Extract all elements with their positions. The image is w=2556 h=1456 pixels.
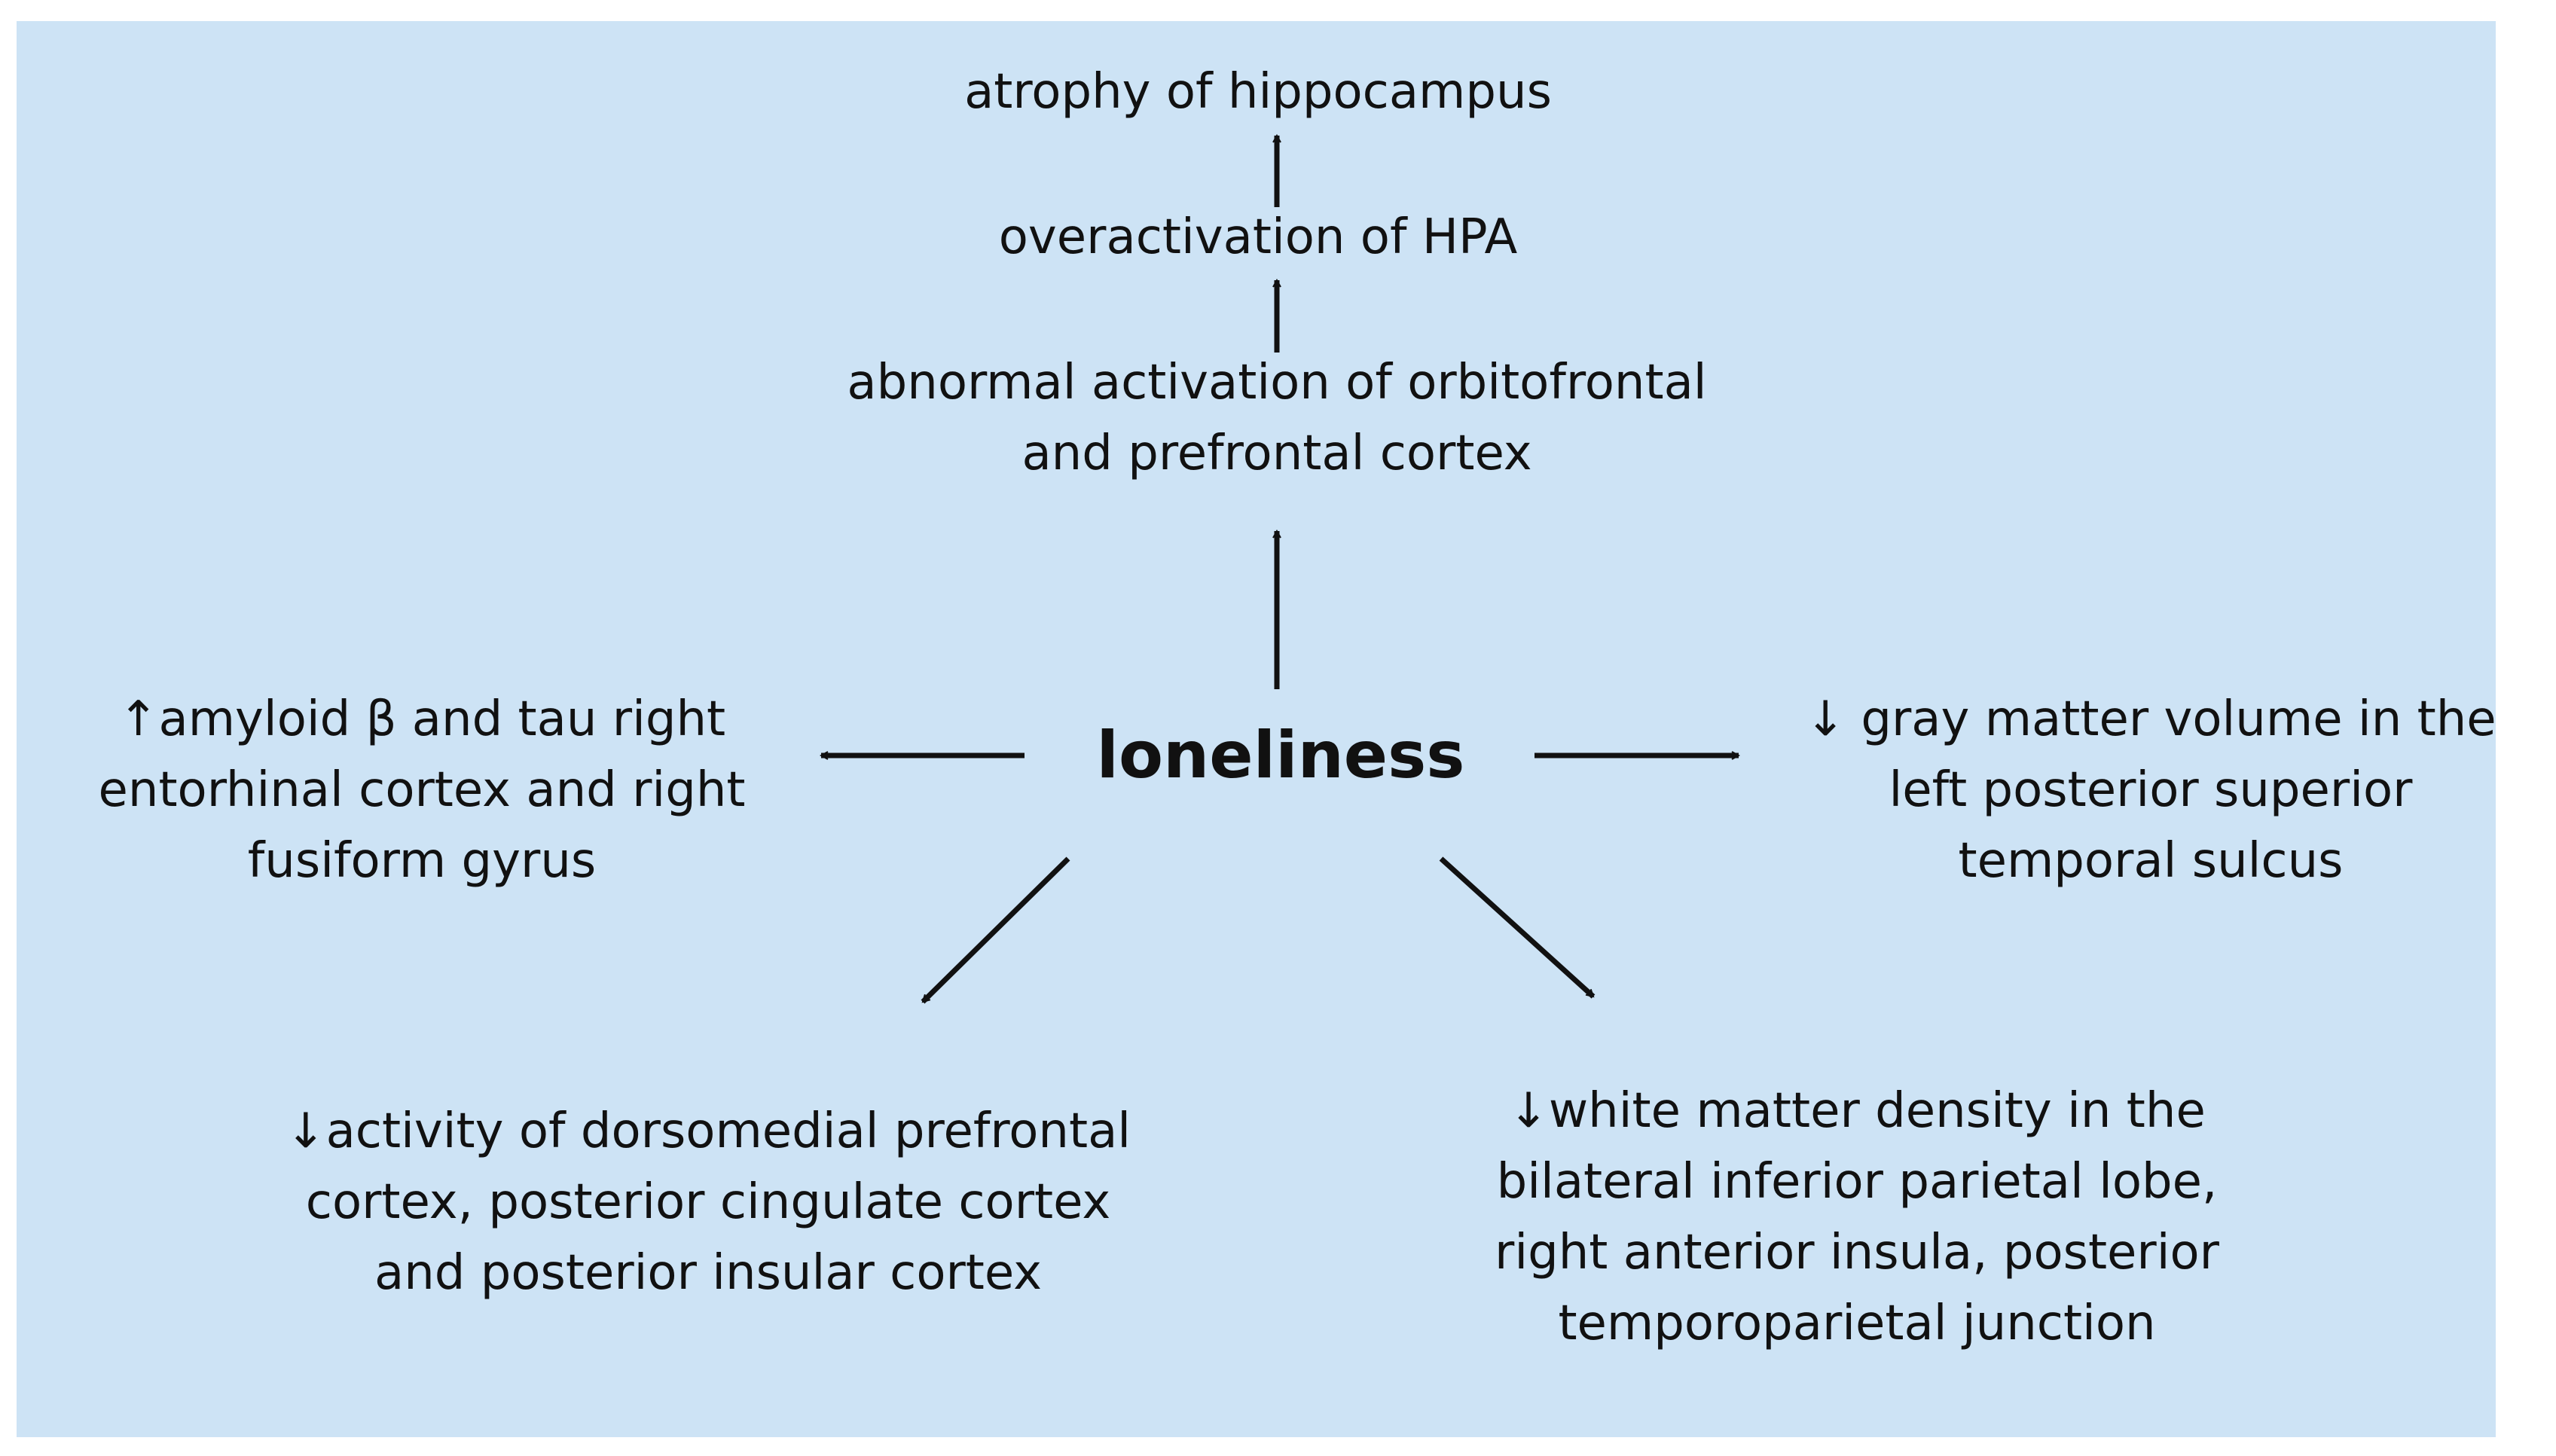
node-line: atrophy of hippocampus [964, 64, 1552, 120]
arrow-center-to-bottom-right [1439, 856, 1596, 999]
node-line: entorhinal cortex and right [98, 762, 746, 818]
node-white-matter-density: ↓white matter density in the bilateral i… [1446, 1076, 2267, 1359]
node-line: temporal sulcus [1958, 833, 2344, 889]
node-line: right anterior insula, posterior [1495, 1225, 2219, 1280]
node-atrophy-of-hippocampus: atrophy of hippocampus [881, 56, 1635, 127]
node-line: fusiform gyrus [247, 833, 597, 889]
node-line: cortex, posterior cingulate cortex [305, 1174, 1111, 1230]
node-amyloid-tau: ↑amyloid β and tau right entorhinal cort… [30, 684, 814, 896]
node-overactivation-of-hpa: overactivation of HPA [881, 202, 1635, 273]
node-line: ↓ gray matter volume in the [1805, 691, 2496, 747]
arrow-center-to-bottom-left [921, 856, 1070, 1004]
node-line: temporoparietal junction [1558, 1296, 2156, 1351]
node-line: and prefrontal cortex [1021, 426, 1532, 481]
node-gray-matter-volume: ↓ gray matter volume in the left posteri… [1755, 684, 2546, 896]
center-label: loneliness [1096, 718, 1465, 793]
center-node-loneliness: loneliness [1055, 718, 1507, 793]
node-line: left posterior superior [1889, 762, 2413, 818]
node-line: and posterior insular cortex [374, 1245, 1043, 1301]
node-line: bilateral inferior parietal lobe, [1496, 1154, 2218, 1210]
node-line: ↓activity of dorsomedial prefrontal [285, 1103, 1131, 1159]
diagram-background [17, 21, 2496, 1437]
node-line: overactivation of HPA [998, 209, 1518, 265]
node-line: ↓white matter density in the [1508, 1083, 2206, 1139]
node-line: abnormal activation of orbitofrontal [847, 355, 1707, 411]
node-line: ↑amyloid β and tau right [118, 691, 726, 747]
node-abnormal-activation-cortex: abnormal activation of orbitofrontal and… [753, 347, 1800, 489]
node-dorsomedial-activity: ↓activity of dorsomedial prefrontal cort… [241, 1096, 1175, 1308]
